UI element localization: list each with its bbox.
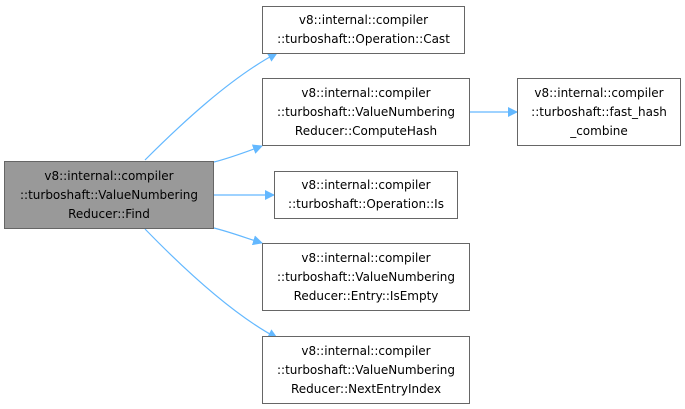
node-label-line: v8::internal::compiler <box>534 85 664 100</box>
node-label-line: _combine <box>570 123 628 138</box>
node-label-line: v8::internal::compiler <box>44 168 174 183</box>
node-find: v8::internal::compiler::turboshaft::Valu… <box>4 161 214 229</box>
node-operation-cast[interactable]: v8::internal::compiler::turboshaft::Oper… <box>262 6 465 54</box>
node-label-line: ::turboshaft::ValueNumbering <box>276 362 456 377</box>
node-label-line: v8::internal::compiler <box>301 85 431 100</box>
edge-find-to-next-entry-index <box>144 228 278 339</box>
node-label-line: ::turboshaft::ValueNumbering <box>276 104 456 119</box>
node-label-line: ::turboshaft::ValueNumbering <box>276 269 456 284</box>
node-label-line: v8::internal::compiler <box>301 343 431 358</box>
node-label-line: Reducer::NextEntryIndex <box>290 381 442 396</box>
edge-find-to-compute-hash <box>213 144 263 163</box>
node-label-line: ::turboshaft::ValueNumbering <box>19 187 199 202</box>
edge-find-to-is-empty <box>213 227 263 246</box>
node-label-line: ::turboshaft::fast_hash <box>531 104 667 119</box>
edge-find-to-cast <box>144 52 278 161</box>
node-next-entry-index[interactable]: v8::internal::compiler::turboshaft::Valu… <box>262 336 470 404</box>
node-label-line: v8::internal::compiler <box>298 13 429 27</box>
node-fast-hash-combine[interactable]: v8::internal::compiler::turboshaft::fast… <box>517 78 681 146</box>
node-entry-is-empty[interactable]: v8::internal::compiler::turboshaft::Valu… <box>262 243 470 311</box>
node-label-line: Reducer::Find <box>68 206 150 221</box>
node-label-line: Reducer::ComputeHash <box>294 123 438 138</box>
node-label-line: ::turboshaft::Operation::Is <box>288 197 444 211</box>
node-label-line: v8::internal::compiler <box>301 250 431 265</box>
node-label-line: Reducer::Entry::IsEmpty <box>293 288 439 303</box>
node-label-line: v8::internal::compiler <box>301 178 431 192</box>
node-label-line: ::turboshaft::Operation::Cast <box>277 32 450 46</box>
node-compute-hash[interactable]: v8::internal::compiler::turboshaft::Valu… <box>262 78 470 146</box>
node-operation-is[interactable]: v8::internal::compiler::turboshaft::Oper… <box>274 171 458 219</box>
